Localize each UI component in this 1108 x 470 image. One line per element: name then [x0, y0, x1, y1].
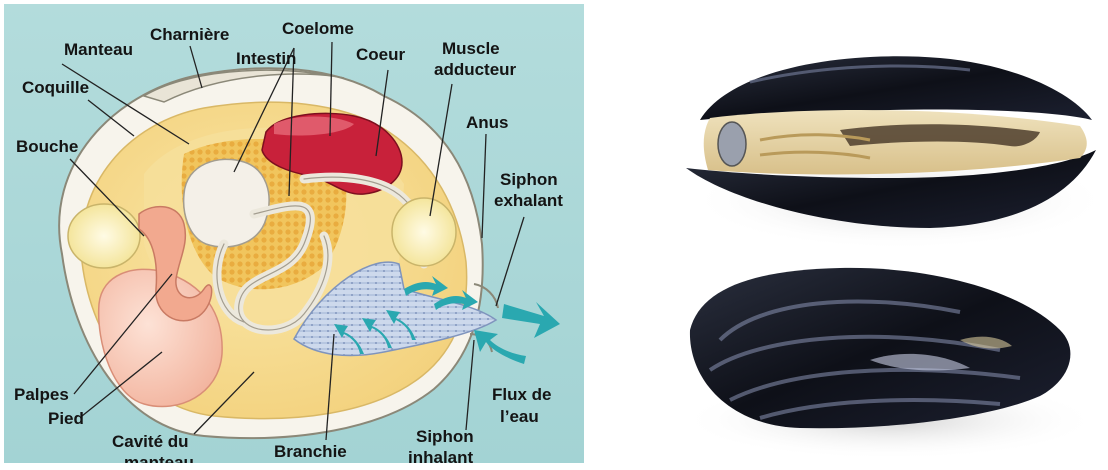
label-pied: Pied	[48, 409, 84, 428]
label-anus: Anus	[466, 113, 509, 132]
label-palpes: Palpes	[14, 385, 69, 404]
label-flux-2: l’eau	[500, 407, 539, 426]
label-charniere: Charnière	[150, 25, 229, 44]
label-flux-1: Flux de	[492, 385, 552, 404]
label-cavite-2: manteau	[124, 453, 194, 463]
label-siphon-exhalant-2: exhalant	[494, 191, 563, 210]
closed-mussel	[690, 268, 1070, 428]
label-coquille: Coquille	[22, 78, 89, 97]
label-muscle-1: Muscle	[442, 39, 500, 58]
label-bouche: Bouche	[16, 137, 78, 156]
clam-anatomy-diagram: Coquille Manteau Charnière Intestin Coel…	[4, 4, 584, 463]
label-branchie: Branchie	[274, 442, 347, 461]
anterior-adductor-muscle	[68, 204, 140, 268]
label-muscle-2: adducteur	[434, 60, 517, 79]
stomach-organ	[184, 159, 269, 247]
label-coelome: Coelome	[282, 19, 354, 38]
mussel-photos	[640, 0, 1108, 465]
open-mussel-muscle	[718, 122, 746, 166]
closed-mussel-shell	[690, 268, 1070, 428]
label-siphon-inhalant-2: inhalant	[408, 448, 474, 463]
label-cavite-1: Cavité du	[112, 432, 189, 451]
label-intestin: Intestin	[236, 49, 296, 68]
posterior-adductor-muscle	[392, 198, 456, 266]
label-siphon-inhalant-1: Siphon	[416, 427, 474, 446]
label-coeur: Coeur	[356, 45, 406, 64]
label-siphon-exhalant-1: Siphon	[500, 170, 558, 189]
label-manteau: Manteau	[64, 40, 133, 59]
